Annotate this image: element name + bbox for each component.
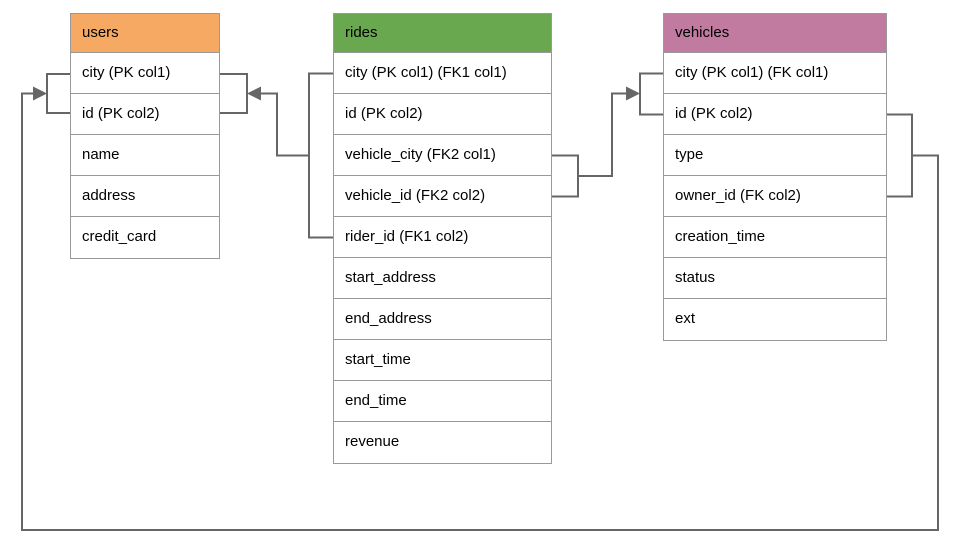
table-row: id (PK col2) [334, 94, 551, 135]
table-row: creation_time [664, 217, 886, 258]
table-row: vehicle_id (FK2 col2) [334, 176, 551, 217]
table-row: start_time [334, 340, 551, 381]
table-vehicles-header: vehicles [664, 14, 886, 53]
table-users-header: users [71, 14, 219, 53]
table-row: city (PK col1) (FK col1) [664, 53, 886, 94]
table-row: ext [675, 310, 696, 327]
table-row: id (PK col2) [71, 94, 219, 135]
rides-right-bracket [552, 154, 579, 198]
table-rides-header: rides [334, 14, 551, 53]
fk2-connector-line [578, 92, 628, 177]
rides-left-bracket [308, 72, 333, 239]
table-row: owner_id (FK col2) [664, 176, 886, 217]
users-right-bracket [220, 73, 248, 114]
vehicles-right-bracket [887, 113, 913, 198]
table-row: name [71, 135, 219, 176]
table-row: revenue [345, 433, 400, 450]
fk-arrowhead-icon [33, 86, 47, 101]
table-vehicles-rows: city (PK col1) (FK col1)id (PK col2)type… [664, 53, 886, 340]
users-left-bracket [46, 73, 70, 114]
table-row: start_address [334, 258, 551, 299]
table-row: city (PK col1) [71, 53, 219, 94]
table-vehicles: vehicles city (PK col1) (FK col1)id (PK … [663, 13, 887, 341]
table-row: rider_id (FK1 col2) [334, 217, 551, 258]
fk1-rides-to-users-connector [220, 72, 333, 239]
table-row: end_time [334, 381, 551, 422]
vehicles-left-bracket [639, 72, 663, 116]
table-row: id (PK col2) [664, 94, 886, 135]
table-row: vehicle_city (FK2 col1) [334, 135, 551, 176]
fk1-arrowhead-icon [247, 86, 261, 101]
table-rides: rides city (PK col1) (FK1 col1)id (PK co… [333, 13, 552, 464]
fk2-rides-to-vehicles-connector [552, 72, 663, 198]
table-row: status [664, 258, 886, 299]
table-row: city (PK col1) (FK1 col1) [334, 53, 551, 94]
fk2-arrowhead-icon [626, 86, 640, 101]
table-rides-rows: city (PK col1) (FK1 col1)id (PK col2)veh… [334, 53, 551, 463]
table-row: end_address [334, 299, 551, 340]
table-row: address [71, 176, 219, 217]
table-row: credit_card [82, 228, 157, 245]
table-row: type [664, 135, 886, 176]
fk1-connector-line [259, 92, 309, 157]
